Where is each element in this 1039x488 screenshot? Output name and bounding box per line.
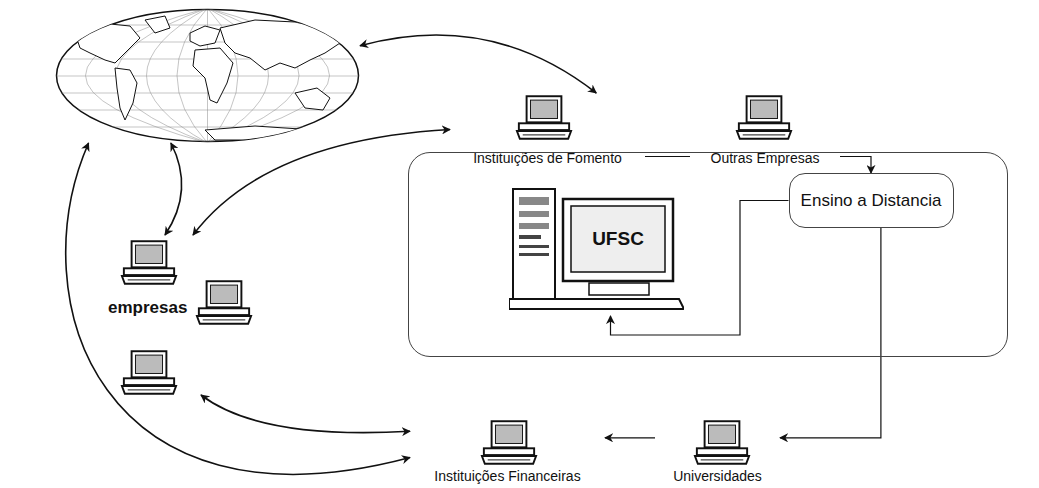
monitor-label: UFSC bbox=[571, 206, 665, 272]
computer-icon bbox=[480, 420, 538, 465]
connector bbox=[645, 156, 690, 157]
connector bbox=[201, 395, 410, 433]
connector bbox=[193, 130, 450, 236]
computer-icon bbox=[120, 350, 178, 395]
computer-node: Instituições Financeiras bbox=[410, 418, 605, 484]
box-label: Ensino a Distancia bbox=[801, 191, 942, 211]
connector bbox=[66, 143, 410, 474]
computer-label-row: Universidades bbox=[655, 468, 780, 484]
group-label: empresas bbox=[108, 298, 187, 318]
connector bbox=[840, 157, 871, 173]
computer-icon bbox=[735, 95, 793, 140]
company-group: empresas bbox=[105, 235, 265, 395]
connector bbox=[165, 143, 182, 235]
connector bbox=[360, 35, 596, 93]
computer-node: Outras Empresas bbox=[690, 93, 840, 166]
computer-icon bbox=[195, 280, 253, 325]
computer-label-row: Instituições Financeiras bbox=[410, 468, 605, 484]
ufsc-region: UFSC Ensino a Distancia bbox=[408, 152, 1008, 357]
computer-icon bbox=[120, 240, 178, 285]
computer-icon bbox=[693, 420, 751, 465]
connector bbox=[605, 437, 655, 438]
computer-icon bbox=[515, 95, 573, 140]
computer-node: Universidades bbox=[655, 418, 780, 484]
computer-label: Universidades bbox=[671, 468, 764, 484]
world-map-node bbox=[55, 8, 360, 143]
world-map bbox=[55, 8, 360, 143]
computer-node: Instituições de Fomento bbox=[450, 93, 645, 166]
ufsc-computer: UFSC bbox=[509, 181, 684, 316]
process-box: Ensino a Distancia bbox=[789, 173, 954, 228]
computer-label: Instituições Financeiras bbox=[432, 468, 582, 484]
connector bbox=[780, 228, 881, 438]
